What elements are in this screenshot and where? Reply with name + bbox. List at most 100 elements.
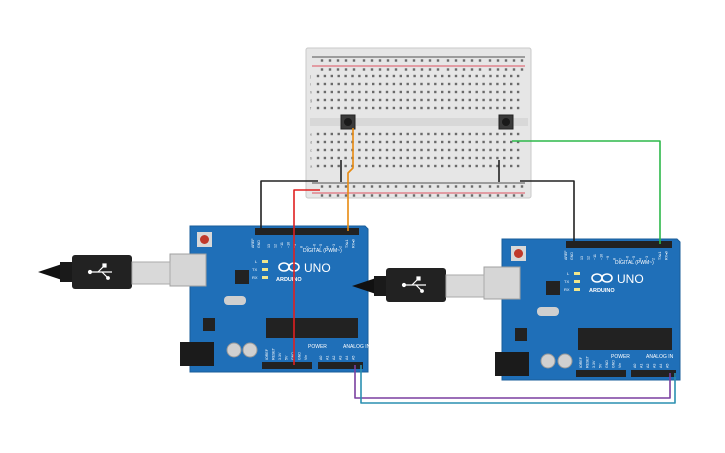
breadboard-hole[interactable]: [399, 74, 402, 78]
breadboard-hole[interactable]: [516, 98, 520, 102]
breadboard-hole[interactable]: [482, 148, 485, 152]
breadboard-hole[interactable]: [482, 156, 485, 160]
breadboard-hole[interactable]: [337, 106, 340, 110]
breadboard-hole[interactable]: [413, 148, 416, 152]
breadboard-hole[interactable]: [394, 194, 398, 197]
breadboard-hole[interactable]: [446, 59, 450, 62]
breadboard-hole[interactable]: [482, 164, 485, 168]
breadboard-hole[interactable]: [352, 68, 356, 71]
breadboard-hole[interactable]: [520, 59, 524, 62]
breadboard-hole[interactable]: [510, 148, 513, 152]
breadboard-hole[interactable]: [385, 90, 389, 94]
breadboard-hole[interactable]: [461, 74, 465, 78]
breadboard-hole[interactable]: [427, 148, 430, 152]
breadboard-hole[interactable]: [358, 140, 361, 144]
breadboard-hole[interactable]: [503, 132, 506, 136]
breadboard-hole[interactable]: [378, 132, 382, 136]
breadboard-hole[interactable]: [378, 59, 382, 62]
breadboard-hole[interactable]: [441, 140, 444, 144]
breadboard-hole[interactable]: [489, 164, 492, 168]
usb-b-port[interactable]: [483, 266, 521, 300]
breadboard-hole[interactable]: [330, 74, 333, 78]
breadboard-hole[interactable]: [358, 74, 361, 78]
pushbutton-2[interactable]: [498, 114, 514, 130]
breadboard-hole[interactable]: [461, 132, 465, 136]
breadboard-hole[interactable]: [316, 140, 320, 144]
breadboard-hole[interactable]: [404, 194, 408, 197]
breadboard-hole[interactable]: [496, 148, 499, 152]
breadboard-hole[interactable]: [427, 140, 430, 144]
breadboard-hole[interactable]: [413, 164, 416, 168]
breadboard-hole[interactable]: [337, 98, 340, 102]
breadboard-hole[interactable]: [358, 82, 361, 86]
breadboard-hole[interactable]: [413, 74, 416, 78]
breadboard-hole[interactable]: [475, 74, 478, 78]
breadboard-hole[interactable]: [399, 106, 402, 110]
breadboard-hole[interactable]: [489, 132, 492, 136]
breadboard-hole[interactable]: [510, 132, 513, 136]
breadboard-hole[interactable]: [482, 106, 485, 110]
breadboard-hole[interactable]: [489, 82, 492, 86]
breadboard-hole[interactable]: [461, 106, 465, 110]
breadboard-hole[interactable]: [323, 164, 327, 168]
breadboard-hole[interactable]: [428, 194, 432, 197]
breadboard-hole[interactable]: [468, 148, 471, 152]
breadboard-hole[interactable]: [489, 74, 492, 78]
breadboard-hole[interactable]: [441, 156, 444, 160]
breadboard-hole[interactable]: [337, 132, 340, 136]
breadboard-hole[interactable]: [454, 74, 458, 78]
breadboard-hole[interactable]: [362, 68, 366, 71]
breadboard-hole[interactable]: [385, 132, 389, 136]
breadboard-hole[interactable]: [320, 194, 324, 197]
breadboard-hole[interactable]: [496, 194, 500, 197]
breadboard-hole[interactable]: [428, 68, 432, 71]
arduino-uno-left[interactable]: DIGITAL (PWM~) POWER ANALOG IN ARDUINO U…: [169, 225, 371, 373]
breadboard-hole[interactable]: [399, 148, 402, 152]
dc-power-jack[interactable]: [495, 352, 529, 376]
breadboard-hole[interactable]: [503, 74, 506, 78]
breadboard-hole[interactable]: [489, 148, 492, 152]
breadboard-hole[interactable]: [446, 185, 450, 188]
breadboard-hole[interactable]: [504, 185, 508, 188]
breadboard-hole[interactable]: [496, 68, 500, 71]
breadboard-hole[interactable]: [496, 164, 499, 168]
breadboard-hole[interactable]: [454, 106, 458, 110]
breadboard-hole[interactable]: [385, 106, 389, 110]
breadboard-hole[interactable]: [323, 132, 327, 136]
breadboard-hole[interactable]: [496, 98, 499, 102]
breadboard-hole[interactable]: [496, 82, 499, 86]
breadboard-hole[interactable]: [510, 156, 513, 160]
breadboard-hole[interactable]: [461, 140, 465, 144]
breadboard-hole[interactable]: [370, 68, 374, 71]
breadboard-hole[interactable]: [406, 156, 409, 160]
breadboard-hole[interactable]: [489, 156, 492, 160]
arduino-uno-right[interactable]: DIGITAL (PWM~) POWER ANALOG IN ARDUINO U…: [483, 238, 681, 381]
breadboard-hole[interactable]: [520, 194, 524, 197]
breadboard-hole[interactable]: [406, 98, 409, 102]
breadboard-hole[interactable]: [468, 132, 471, 136]
breadboard-hole[interactable]: [436, 68, 440, 71]
breadboard-hole[interactable]: [372, 98, 375, 102]
breadboard-hole[interactable]: [362, 59, 366, 62]
breadboard-hole[interactable]: [441, 82, 444, 86]
breadboard-hole[interactable]: [399, 82, 402, 86]
breadboard-hole[interactable]: [420, 98, 423, 102]
breadboard-hole[interactable]: [461, 164, 465, 168]
breadboard-hole[interactable]: [413, 82, 416, 86]
breadboard-hole[interactable]: [344, 82, 347, 86]
breadboard-hole[interactable]: [392, 148, 396, 152]
breadboard-hole[interactable]: [510, 82, 513, 86]
breadboard-hole[interactable]: [358, 132, 361, 136]
breadboard-hole[interactable]: [454, 90, 458, 94]
breadboard-hole[interactable]: [385, 148, 389, 152]
breadboard-hole[interactable]: [420, 90, 423, 94]
breadboard-hole[interactable]: [404, 59, 408, 62]
breadboard-hole[interactable]: [447, 82, 451, 86]
breadboard-hole[interactable]: [420, 185, 424, 188]
breadboard-hole[interactable]: [399, 140, 402, 144]
breadboard-hole[interactable]: [404, 185, 408, 188]
breadboard-hole[interactable]: [420, 68, 424, 71]
breadboard-hole[interactable]: [454, 140, 458, 144]
breadboard-hole[interactable]: [323, 98, 327, 102]
breadboard-hole[interactable]: [406, 164, 409, 168]
